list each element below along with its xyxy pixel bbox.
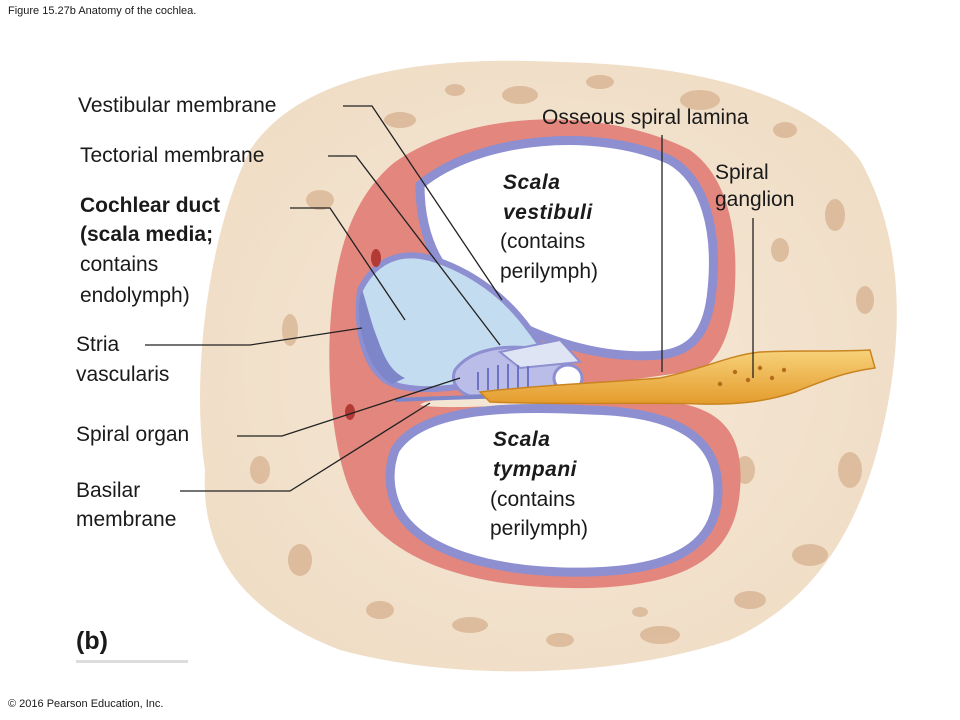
label-cochlear-duct-3: contains <box>80 253 159 276</box>
label-vestibular-membrane: Vestibular membrane <box>78 94 277 117</box>
leader-tectorial-membrane <box>328 155 501 346</box>
label-scala-tympani-3: (contains <box>490 488 576 511</box>
spiral-organ-structure <box>452 338 584 398</box>
bone-pores <box>250 75 874 647</box>
label-basilar-1: Basilar <box>76 479 141 502</box>
blood-vessel <box>371 249 381 267</box>
label-scala-vestibuli-2: vestibuli <box>503 201 593 224</box>
label-stria-2: vascularis <box>76 363 170 386</box>
panel-underline <box>76 660 188 663</box>
leader-spiral-organ <box>237 377 461 437</box>
label-tectorial-membrane: Tectorial membrane <box>80 144 265 167</box>
label-scala-vestibuli-4: perilymph) <box>500 260 599 283</box>
label-scala-tympani-2: tympani <box>493 458 578 481</box>
label-cochlear-duct-2: (scala media; <box>80 223 214 246</box>
label-cochlear-duct-1: Cochlear duct <box>80 194 221 217</box>
label-spiral-ganglion-1: Spiral <box>715 161 769 184</box>
panel-letter: (b) <box>76 627 108 655</box>
ganglion-cells <box>717 365 787 387</box>
label-scala-vestibuli-3: (contains <box>500 230 586 253</box>
leader-stria-vascularis <box>145 327 363 346</box>
label-scala-tympani-4: perilymph) <box>490 517 589 540</box>
blood-vessel <box>345 404 355 420</box>
label-scala-tympani-1: Scala <box>493 428 551 451</box>
label-spiral-organ: Spiral organ <box>76 423 190 446</box>
copyright: © 2016 Pearson Education, Inc. <box>8 698 164 710</box>
label-basilar-2: membrane <box>76 508 177 531</box>
label-spiral-ganglion-2: ganglion <box>715 188 795 211</box>
label-cochlear-duct-4: endolymph) <box>80 284 190 307</box>
leader-basilar-membrane <box>180 402 431 492</box>
leader-vestibular-membrane <box>343 105 503 301</box>
spiral-ganglion-nerve <box>478 349 876 405</box>
label-osseous-spiral-lamina: Osseous spiral lamina <box>542 106 749 129</box>
label-scala-vestibuli-1: Scala <box>503 171 561 194</box>
label-stria-1: Stria <box>76 333 120 356</box>
leader-cochlear-duct <box>290 207 406 321</box>
leader-lines <box>145 105 754 492</box>
scala-tympani-chamber <box>385 403 723 577</box>
stria-vascularis <box>358 290 405 384</box>
figure-caption: Figure 15.27b Anatomy of the cochlea. <box>8 5 197 17</box>
